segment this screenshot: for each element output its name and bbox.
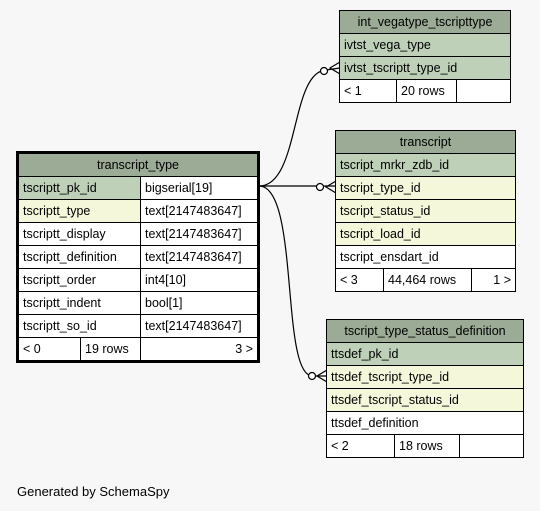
table-footer: < 1 20 rows bbox=[340, 80, 510, 102]
column-type: text[2147483647] bbox=[140, 223, 257, 245]
column-type: int4[10] bbox=[140, 269, 257, 291]
table-footer: < 2 18 rows bbox=[327, 435, 523, 457]
column-row[interactable]: tscript_ensdart_id bbox=[336, 246, 515, 269]
column-row[interactable]: ttsdef_definition bbox=[327, 412, 523, 435]
crowfoot-transcript bbox=[324, 180, 337, 194]
column-row[interactable]: ttsdef_pk_id bbox=[327, 343, 523, 366]
column-row[interactable]: tscript_type_id bbox=[336, 177, 515, 200]
column-row[interactable]: tscriptt_definition text[2147483647] bbox=[19, 246, 257, 269]
link-int-vegatype bbox=[258, 67, 341, 187]
row-count: 44,464 rows bbox=[383, 269, 471, 291]
column-row[interactable]: tscript_load_id bbox=[336, 223, 515, 246]
column-name: tscriptt_pk_id bbox=[23, 181, 97, 195]
column-row[interactable]: tscriptt_indent bool[1] bbox=[19, 292, 257, 315]
column-row[interactable]: tscript_mrkr_zdb_id bbox=[336, 154, 515, 177]
row-count: 18 rows bbox=[394, 435, 459, 457]
column-row[interactable]: ivtst_tscriptt_type_id bbox=[340, 57, 510, 80]
column-row[interactable]: tscriptt_order int4[10] bbox=[19, 269, 257, 292]
table-footer: < 0 19 rows 3 > bbox=[19, 338, 257, 360]
column-name: tscript_ensdart_id bbox=[340, 250, 439, 264]
column-name: tscript_mrkr_zdb_id bbox=[340, 158, 450, 172]
link-status-definition bbox=[258, 185, 327, 377]
column-row[interactable]: tscriptt_type text[2147483647] bbox=[19, 200, 257, 223]
table-footer: < 3 44,464 rows 1 > bbox=[336, 269, 515, 291]
column-name: tscriptt_display bbox=[23, 227, 106, 241]
column-row[interactable]: tscriptt_display text[2147483647] bbox=[19, 223, 257, 246]
column-name: tscript_status_id bbox=[340, 204, 431, 218]
column-row[interactable]: tscriptt_so_id text[2147483647] bbox=[19, 315, 257, 338]
column-name: ttsdef_definition bbox=[331, 416, 419, 430]
column-type: text[2147483647] bbox=[140, 315, 257, 337]
column-name: ivtst_vega_type bbox=[344, 38, 431, 52]
child-count[interactable]: 1 > bbox=[471, 269, 515, 291]
column-name: tscriptt_indent bbox=[23, 296, 101, 310]
table-transcript[interactable]: transcript tscript_mrkr_zdb_id tscript_t… bbox=[335, 130, 516, 292]
table-title: transcript bbox=[336, 131, 515, 154]
table-title: transcript_type bbox=[19, 154, 257, 177]
child-count[interactable] bbox=[456, 80, 510, 102]
column-name: tscriptt_so_id bbox=[23, 319, 97, 333]
column-name: tscript_load_id bbox=[340, 227, 421, 241]
column-name: ttsdef_tscript_status_id bbox=[331, 393, 459, 407]
column-name: tscript_type_id bbox=[340, 181, 421, 195]
crowfoot-status-definition bbox=[315, 369, 328, 383]
column-name: ivtst_tscriptt_type_id bbox=[344, 61, 458, 75]
column-row[interactable]: ttsdef_tscript_type_id bbox=[327, 366, 523, 389]
column-row[interactable]: ttsdef_tscript_status_id bbox=[327, 389, 523, 412]
generated-by-label: Generated by SchemaSpy bbox=[17, 484, 170, 499]
column-name: ttsdef_pk_id bbox=[331, 347, 399, 361]
table-tscript-type-status-definition[interactable]: tscript_type_status_definition ttsdef_pk… bbox=[326, 319, 524, 458]
column-type: text[2147483647] bbox=[140, 200, 257, 222]
link-int-vegatype-circle bbox=[319, 66, 329, 76]
link-status-definition-circle bbox=[307, 371, 317, 381]
column-name: tscriptt_order bbox=[23, 273, 96, 287]
table-title: tscript_type_status_definition bbox=[327, 320, 523, 343]
parent-count[interactable]: < 0 bbox=[23, 342, 41, 356]
table-transcript-type[interactable]: transcript_type tscriptt_pk_id bigserial… bbox=[16, 151, 260, 363]
row-count: 19 rows bbox=[80, 338, 140, 360]
parent-count[interactable]: < 3 bbox=[340, 273, 358, 287]
link-transcript-circle bbox=[315, 182, 325, 192]
column-type: bigserial[19] bbox=[140, 177, 257, 199]
column-name: tscriptt_type bbox=[23, 204, 91, 218]
column-type: text[2147483647] bbox=[140, 246, 257, 268]
table-title: int_vegatype_tscripttype bbox=[340, 11, 510, 34]
parent-count[interactable]: < 1 bbox=[344, 84, 362, 98]
crowfoot-int-vegatype bbox=[328, 61, 341, 75]
column-name: tscriptt_definition bbox=[23, 250, 117, 264]
column-type: bool[1] bbox=[140, 292, 257, 314]
column-row[interactable]: tscript_status_id bbox=[336, 200, 515, 223]
column-name: ttsdef_tscript_type_id bbox=[331, 370, 450, 384]
child-count[interactable]: 3 > bbox=[140, 338, 257, 360]
column-row[interactable]: ivtst_vega_type bbox=[340, 34, 510, 57]
child-count[interactable] bbox=[459, 435, 523, 457]
parent-count[interactable]: < 2 bbox=[331, 439, 349, 453]
column-row[interactable]: tscriptt_pk_id bigserial[19] bbox=[19, 177, 257, 200]
row-count: 20 rows bbox=[396, 80, 456, 102]
table-int-vegatype-tscripttype[interactable]: int_vegatype_tscripttype ivtst_vega_type… bbox=[339, 10, 511, 103]
